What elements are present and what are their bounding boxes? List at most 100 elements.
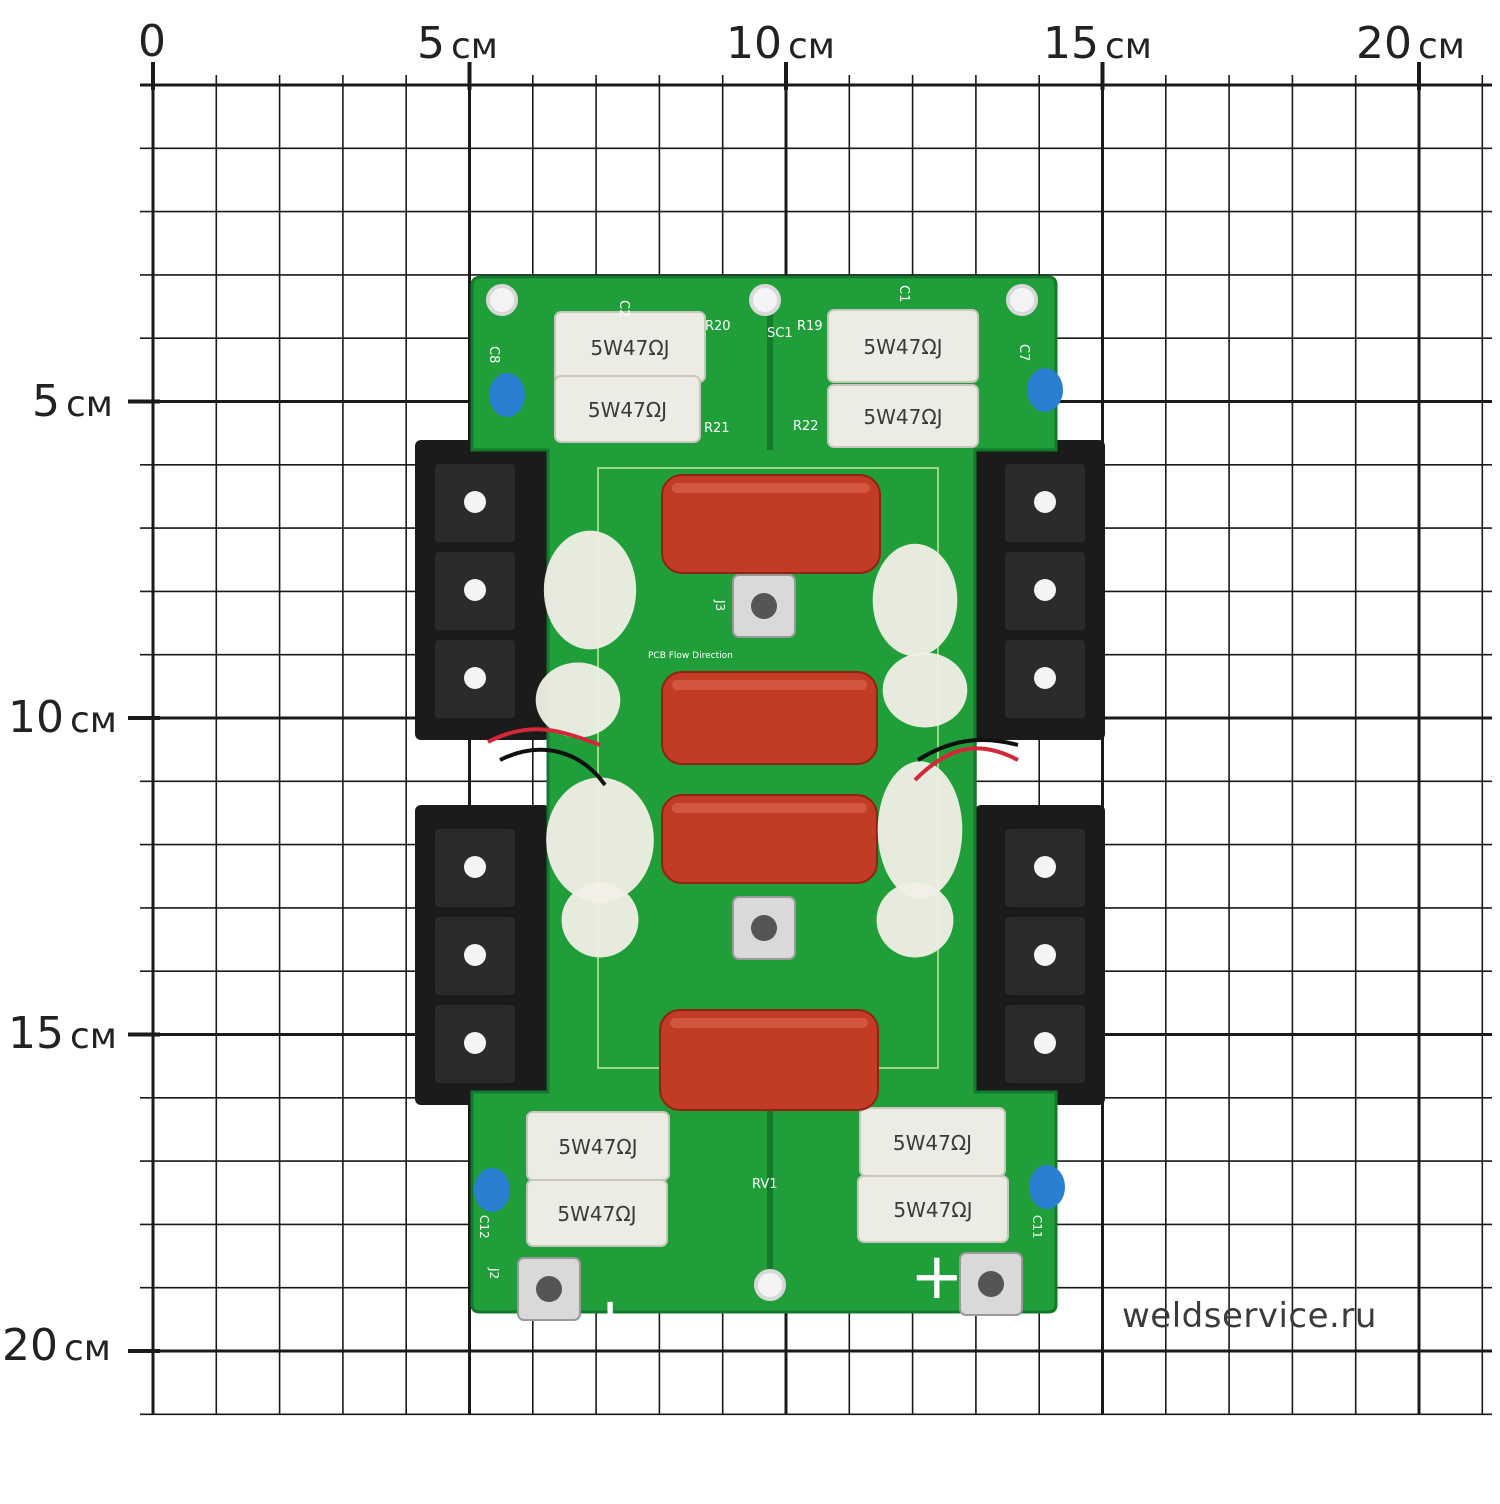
power-resistor: 5W47ΩJ — [857, 1175, 1009, 1243]
silicone-blob — [535, 662, 621, 738]
terminal-j3 — [732, 574, 796, 638]
wire-red — [487, 727, 601, 747]
ceramic-capacitor — [1029, 1165, 1065, 1209]
power-resistor: 5W47ΩJ — [554, 375, 701, 443]
capacitor-body — [661, 794, 878, 884]
terminal-screw-hole — [1034, 491, 1056, 513]
silk-label-sc1: SC1 — [767, 326, 793, 341]
pcb-board: 5W47ΩJ 5W47ΩJ 5W47ΩJ 5W47ΩJ 5W47ΩJ 5W47ΩJ 5W47… — [415, 275, 1105, 1349]
terminal-center — [732, 896, 796, 960]
mounting-hole — [749, 284, 781, 316]
terminal-screw-hole — [1034, 856, 1056, 878]
power-resistor: 5W47ΩJ — [526, 1179, 668, 1247]
terminal-block — [415, 805, 550, 1105]
silk-label-c7: C7 — [1016, 344, 1031, 361]
resistor-marking: 5W47ΩJ — [863, 405, 942, 429]
silk-label-c12: C12 — [477, 1215, 491, 1239]
silicone-blob — [877, 761, 963, 899]
capacitor-highlight — [670, 1018, 868, 1028]
silk-label-r19: R19 — [797, 319, 823, 334]
silk-label-rv1: RV1 — [752, 1177, 778, 1192]
resistor-marking: 5W47ΩJ — [893, 1198, 972, 1222]
resistor-body — [554, 375, 701, 443]
terminal-bolt — [751, 915, 777, 941]
capacitor-highlight — [672, 803, 867, 813]
mounting-hole — [754, 1269, 786, 1301]
resistor-marking: 5W47ΩJ — [863, 335, 942, 359]
silicone-blob — [882, 652, 968, 728]
silk-label-c2: C2 — [616, 300, 631, 317]
power-resistor: 5W47ΩJ — [859, 1107, 1006, 1177]
terminal-screw-hole — [464, 1032, 486, 1054]
terminal-j2 — [517, 1257, 581, 1321]
terminal-plus — [959, 1252, 1023, 1316]
terminal-screw-hole — [1034, 1032, 1056, 1054]
terminal-screw-hole — [464, 667, 486, 689]
wire-black — [499, 747, 607, 787]
silk-label-c11: C11 — [1030, 1215, 1044, 1239]
silk-label-r21: R21 — [704, 421, 730, 436]
silicone-blob — [872, 543, 958, 657]
terminal-screw-hole — [1034, 944, 1056, 966]
silicone-blob — [543, 530, 637, 650]
resistor-body — [827, 309, 979, 383]
terminal-bolt — [978, 1271, 1004, 1297]
mounting-hole — [1006, 284, 1038, 316]
silk-label-j3: J3 — [713, 599, 727, 611]
silicone-blob — [546, 777, 654, 903]
resistor-marking: 5W47ΩJ — [588, 398, 667, 422]
wire-red — [913, 746, 1019, 782]
silk-label-c8: C8 — [486, 346, 501, 363]
silk-label-r20: R20 — [705, 319, 731, 334]
film-capacitor — [661, 671, 878, 765]
power-resistor: 5W47ΩJ — [554, 311, 706, 383]
terminal-screw-hole — [1034, 667, 1056, 689]
mounting-hole — [486, 284, 518, 316]
terminal-block — [975, 440, 1105, 740]
capacitor-body — [659, 1009, 879, 1111]
silicone-blob — [876, 882, 954, 958]
capacitor-highlight — [672, 680, 867, 690]
power-resistor: 5W47ΩJ — [827, 309, 979, 383]
capacitor-body — [661, 671, 878, 765]
silk-label-j2: J2 — [487, 1267, 501, 1279]
watermark: weldservice.ru — [1122, 1296, 1377, 1336]
terminal-bolt — [536, 1276, 562, 1302]
silk-label-c1: C1 — [896, 285, 911, 302]
wire-black — [916, 738, 1019, 762]
capacitor-highlight — [672, 483, 870, 493]
terminal-screw-hole — [464, 579, 486, 601]
film-capacitor — [661, 794, 878, 884]
terminal-screw-hole — [1034, 579, 1056, 601]
power-resistor: 5W47ΩJ — [526, 1111, 670, 1181]
terminal-block — [975, 805, 1105, 1105]
capacitor-body — [661, 474, 881, 574]
ceramic-capacitor — [474, 1168, 510, 1212]
silk-polarity-minus: − — [574, 1295, 648, 1349]
resistor-body — [857, 1175, 1009, 1243]
silk-label-flow-direction: PCB Flow Direction — [648, 651, 733, 661]
silk-polarity-plus: + — [910, 1240, 964, 1314]
film-capacitor — [661, 474, 881, 574]
power-resistor: 5W47ΩJ — [827, 384, 979, 448]
terminal-screw-hole — [464, 944, 486, 966]
resistor-marking: 5W47ΩJ — [557, 1202, 636, 1226]
silk-label-r22: R22 — [793, 419, 819, 434]
resistor-body — [827, 384, 979, 448]
ruler-top-0: 0 — [138, 16, 166, 67]
terminal-screw-hole — [464, 856, 486, 878]
resistor-marking: 5W47ΩJ — [893, 1131, 972, 1155]
terminal-block — [415, 440, 550, 740]
terminal-screw-hole — [464, 491, 486, 513]
silicone-blob — [561, 882, 639, 958]
